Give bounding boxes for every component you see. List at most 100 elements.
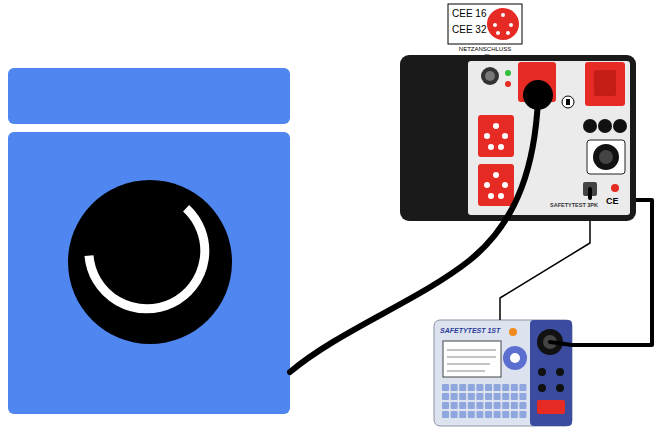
washing-machine: [8, 68, 290, 414]
instrument-part-part: [476, 402, 483, 409]
instrument-node: SAFETYTEST 1ST: [434, 320, 572, 426]
instrument-part-part: [468, 393, 475, 400]
test-adapter-part: [468, 61, 630, 215]
instrument-part: [530, 320, 572, 426]
instrument-part: [510, 353, 520, 363]
instrument-part-part: [447, 371, 485, 372]
instrument-part-part: [442, 411, 449, 418]
test-adapter-part-part: [498, 193, 504, 199]
instrument-part: [503, 346, 527, 370]
instrument-part-part: [451, 384, 458, 391]
instrument-part-part: [556, 384, 564, 392]
test-adapter-part: [599, 150, 613, 164]
instrument-part-part: [502, 393, 509, 400]
instrument-part: [434, 320, 572, 426]
instrument-part-part: [447, 350, 496, 351]
instrument-part-part: [468, 402, 475, 409]
node-label: CEE 16: [452, 8, 486, 19]
instrument-part-part: [459, 411, 466, 418]
plug-label-box-part: [493, 23, 497, 27]
plug-label-box-part: [509, 23, 513, 27]
test-adapter-part: [613, 119, 627, 133]
instrument-part: [447, 350, 496, 371]
instrument-part-part: [459, 393, 466, 400]
instrument-part-part: [494, 402, 501, 409]
instrument-part-part: [519, 393, 526, 400]
instrument-part-part: [485, 402, 492, 409]
instrument-part-part: [494, 384, 501, 391]
test-adapter-part: [485, 71, 495, 81]
node-label: CEE 32: [452, 24, 486, 35]
instrument-part-part: [556, 368, 564, 376]
plug-label-box-part: [496, 31, 500, 35]
test-adapter-part-part: [493, 172, 499, 178]
test-adapter-part: [484, 123, 508, 199]
test-adapter-part: [583, 119, 597, 133]
instrument-part-part: [451, 393, 458, 400]
test-adapter-part-part: [484, 182, 490, 188]
test-adapter-part: [585, 62, 625, 106]
cable: [500, 221, 590, 320]
instrument-part-part: [468, 384, 475, 391]
plug-label-box-part: [506, 31, 510, 35]
instrument-part-part: [459, 384, 466, 391]
instrument-part-part: [502, 384, 509, 391]
test-adapter-part: [598, 119, 612, 133]
instrument-part-part: [476, 384, 483, 391]
instrument-part-part: [447, 364, 490, 365]
instrument-part-part: [442, 393, 449, 400]
washing-machine-part: [77, 179, 223, 327]
plug-label-box: [448, 4, 522, 44]
test-adapter-part: [478, 164, 514, 206]
instrument-part-part: [511, 402, 518, 409]
cables-part: [550, 342, 572, 345]
test-adapter-part: [566, 99, 570, 105]
cables-part: [290, 100, 538, 372]
instrument: [434, 320, 572, 426]
test-adapter-part-part: [488, 144, 494, 150]
instrument-part-part: [485, 393, 492, 400]
plug-label-node: CEE 16 CEE 32 NETZANSCHLUSS: [448, 4, 522, 55]
instrument-part-part: [519, 402, 526, 409]
plug-label-box-part: [501, 13, 505, 17]
instrument-part: [443, 341, 501, 377]
instrument-part-part: [476, 411, 483, 418]
test-adapter-part-part: [493, 123, 499, 129]
cables-part: [588, 189, 592, 198]
node-label: CE: [606, 197, 619, 207]
instrument-part-part: [468, 411, 475, 418]
cables: [290, 100, 590, 372]
node-label: SAFETYTEST 3PK: [550, 202, 598, 208]
instrument-part-part: [442, 384, 449, 391]
test-adapter-part: [594, 70, 616, 96]
instrument-part-part: [442, 402, 449, 409]
instrument-part-part: [451, 402, 458, 409]
instrument-part-part: [511, 393, 518, 400]
instrument-part-part: [485, 384, 492, 391]
washing-machine-part: [8, 132, 290, 414]
instrument-part: [442, 384, 526, 418]
node-label: NETZANSCHLUSS: [459, 46, 511, 53]
washing-machine-part: [68, 180, 232, 344]
instrument-part-part: [494, 411, 501, 418]
instrument-part-part: [494, 393, 501, 400]
instrument-part-part: [519, 411, 526, 418]
test-adapter-part: [593, 144, 619, 170]
node-label: SAFETYTEST 1ST: [440, 327, 500, 335]
test-adapter-part: [587, 140, 625, 174]
instrument-part-part: [459, 402, 466, 409]
test-adapter-part: [505, 70, 511, 76]
instrument-part-part: [511, 384, 518, 391]
instrument-part: [538, 368, 564, 392]
instrument-part-part: [451, 411, 458, 418]
test-adapter-part-part: [488, 193, 494, 199]
instrument-part-part: [511, 411, 518, 418]
instrument-part-part: [476, 393, 483, 400]
test-adapter-part: [562, 96, 574, 108]
instrument-part-part: [485, 411, 492, 418]
instrument-part-part: [502, 411, 509, 418]
instrument-part-part: [447, 357, 496, 358]
washing-machine-part: [8, 68, 290, 124]
